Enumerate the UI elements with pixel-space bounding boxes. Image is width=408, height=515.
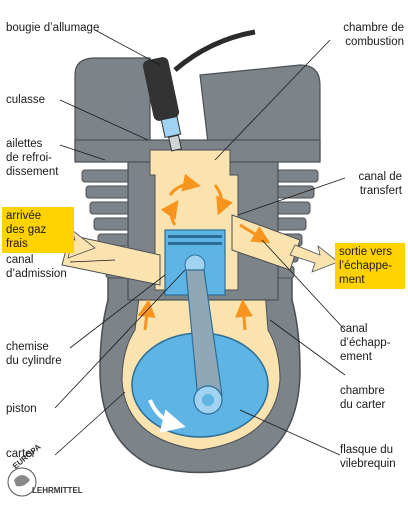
flow-arrows: [137, 173, 271, 331]
label-canal-echappement-line2: d’échapp-: [340, 337, 391, 349]
label-chemise-line2: du cylindre: [6, 355, 62, 367]
label-chemise: chemise du cylindre: [6, 340, 62, 368]
connecting-rod: [185, 269, 223, 415]
label-sortie-echappement: sortie vers l’échappe- ment: [335, 243, 405, 289]
label-arrivee-line2: des gaz: [6, 224, 47, 236]
label-canal-transfert-line2: transfert: [359, 185, 402, 197]
label-canal-admission: canal d’admission: [6, 253, 67, 281]
label-flasque: flasque du vilebrequin: [340, 443, 396, 471]
label-chambre-carter-line1: chambre: [340, 385, 385, 397]
logo-mark: [7, 467, 37, 497]
exhaust-arrow: [289, 244, 339, 273]
logo-bottom-text: LEHRMITTEL: [32, 486, 83, 495]
label-arrivee-gaz: arrivée des gaz frais: [2, 207, 74, 253]
label-ailettes-line1: ailettes: [6, 138, 43, 150]
label-canal-echappement: canal d’échapp- ement: [340, 322, 391, 364]
spark-plug: [142, 29, 256, 152]
label-canal-echappement-line3: ement: [340, 351, 372, 363]
label-chambre-combustion-line2: combustion: [345, 36, 404, 48]
label-carter: carter: [6, 448, 36, 460]
label-sortie-line3: ment: [339, 274, 365, 286]
label-arrivee-line1: arrivée: [6, 210, 42, 222]
label-ailettes-line2: de refroi-: [6, 152, 53, 164]
label-culasse: culasse: [6, 94, 45, 106]
label-chambre-combustion: chambre de combustion: [292, 21, 404, 49]
label-piston: piston: [6, 403, 37, 415]
label-chambre-carter-line2: du carter: [340, 399, 386, 411]
rotation-arrow: [148, 399, 186, 433]
label-ailettes-line3: dissement: [6, 166, 59, 178]
label-ailettes: ailettes de refroi- dissement: [6, 137, 58, 179]
label-chambre-combustion-line1: chambre de: [343, 22, 404, 34]
label-bougie: bougie d’allumage: [6, 22, 100, 34]
label-flasque-line2: vilebrequin: [340, 458, 396, 470]
label-arrivee-line3: frais: [6, 238, 28, 250]
label-canal-transfert-line1: canal de: [358, 171, 402, 183]
label-chemise-line1: chemise: [6, 341, 49, 353]
label-canal-admission-line1: canal: [6, 254, 34, 266]
label-canal-echappement-line1: canal: [340, 323, 368, 335]
europa-lehrmittel-logo: EUROPA LEHRMITTEL: [2, 442, 98, 510]
label-sortie-line1: sortie vers: [339, 246, 393, 258]
label-chambre-carter: chambre du carter: [340, 384, 385, 412]
leader-lines: [54, 29, 346, 456]
label-sortie-line2: l’échappe-: [339, 260, 393, 272]
label-canal-transfert: canal de transfert: [296, 170, 402, 198]
label-canal-admission-line2: d’admission: [6, 268, 67, 280]
cylinder-head: [74, 57, 151, 161]
label-flasque-line1: flasque du: [340, 444, 394, 456]
